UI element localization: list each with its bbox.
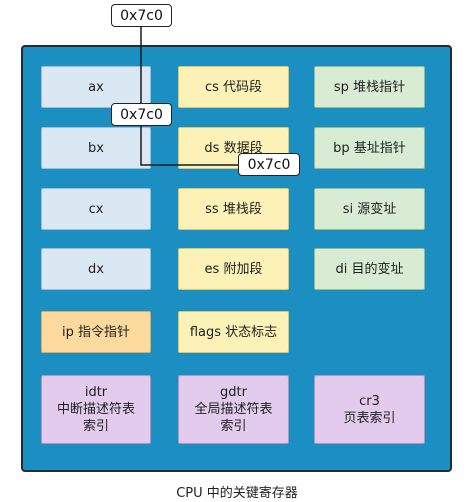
figure-caption: CPU 中的关键寄存器	[176, 486, 298, 501]
register-dx: dx	[41, 248, 151, 290]
register-gdtr: gdtr 全局描述符表 索引	[178, 375, 289, 444]
address-box-top: 0x7c0	[111, 4, 172, 27]
address-box-middle: 0x7c0	[111, 103, 172, 126]
register-cr3: cr3 页表索引	[314, 375, 425, 444]
register-idtr: idtr 中断描述符表 索引	[41, 375, 151, 444]
register-cx: cx	[41, 188, 151, 230]
register-ip: ip 指令指针	[41, 311, 151, 353]
register-bx: bx	[41, 127, 151, 169]
connector-middle-to-right	[140, 125, 239, 166]
register-si: si 源变址	[314, 188, 425, 230]
register-flags: flags 状态标志	[178, 311, 289, 353]
register-cs: cs 代码段	[178, 66, 289, 108]
register-sp: sp 堆栈指针	[314, 66, 425, 108]
register-es: es 附加段	[178, 248, 289, 290]
address-box-right: 0x7c0	[238, 153, 300, 176]
register-ss: ss 堆栈段	[178, 188, 289, 230]
register-di: di 目的变址	[314, 248, 425, 290]
register-bp: bp 基址指针	[314, 127, 425, 169]
register-ax: ax	[41, 66, 151, 108]
